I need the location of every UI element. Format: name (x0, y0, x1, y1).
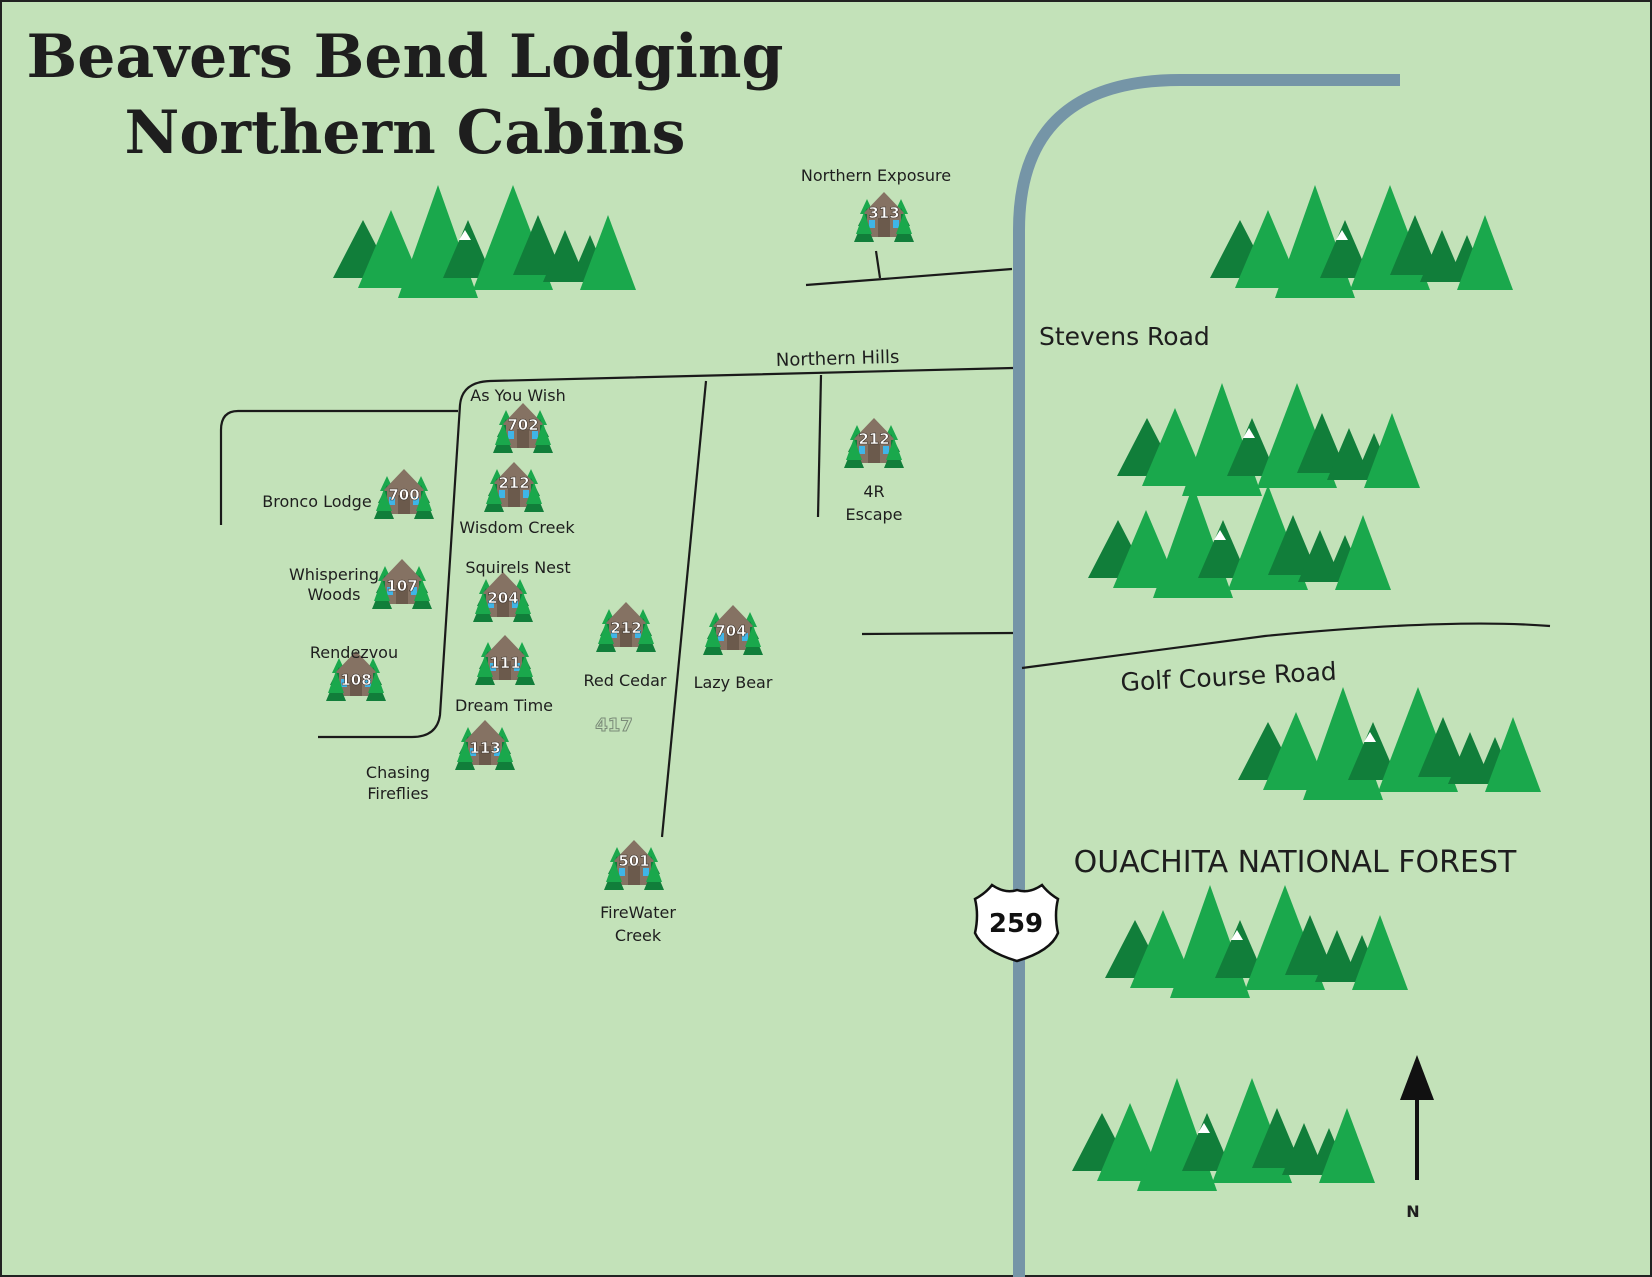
local-roads (219, 250, 1551, 838)
cabin-number: 107 (386, 577, 417, 595)
cabin-name: Red Cedar (583, 671, 666, 690)
cabin-number: 212 (610, 619, 641, 637)
cabin-number: 113 (469, 739, 500, 757)
cabin-number: 501 (618, 852, 649, 870)
cabin-bronco-lodge[interactable]: 700 Bronco Lodge (262, 469, 434, 519)
cabin-name: Wisdom Creek (459, 518, 575, 537)
road-label-stevens: Stevens Road (1039, 322, 1210, 351)
cabin-wisdom-creek[interactable]: 212 Wisdom Creek (459, 462, 575, 537)
cabin-dream-time[interactable]: 111 Dream Time (455, 635, 553, 715)
road-label-northern-hills: Northern Hills (776, 347, 900, 371)
north-arrow-icon (1400, 1055, 1434, 1180)
cabin-name: Dream Time (455, 696, 553, 715)
cabin-name: As You Wish (470, 386, 565, 405)
map-number-label: 417 (595, 715, 633, 736)
cabin-number: 212 (498, 474, 529, 492)
cabin-name: Lazy Bear (694, 673, 773, 692)
map-title-line-1: Beavers Bend Lodging (27, 22, 784, 92)
highway-number: 259 (989, 909, 1043, 939)
north-label: N (1406, 1202, 1419, 1221)
region-label-ouachita: OUACHITA NATIONAL FOREST (1074, 845, 1517, 880)
cabin-name: Bronco Lodge (262, 492, 371, 511)
cabin-lazy-bear[interactable]: 704 Lazy Bear (694, 605, 773, 692)
cabin-number: 313 (868, 204, 899, 222)
cabin-number: 702 (507, 416, 538, 434)
cabin-name: Northern Exposure (801, 166, 951, 185)
cabin-number: 704 (715, 622, 746, 640)
cabin-red-cedar[interactable]: 212 Red Cedar (583, 602, 667, 690)
cabin-name: Rendezvou (310, 643, 398, 662)
cabin-squirels-nest[interactable]: 204 Squirels Nest (465, 558, 571, 622)
cabin-name: Squirels Nest (465, 558, 570, 577)
map-title-line-2: Northern Cabins (125, 98, 686, 168)
us-highway-shield-icon (973, 883, 1060, 963)
cabin-number: 700 (388, 486, 419, 504)
cabin-number: 212 (858, 430, 889, 448)
cabin-number: 204 (487, 589, 518, 607)
cabin-northern-exposure[interactable]: 313 Northern Exposure (801, 166, 951, 242)
highway-259 (1013, 74, 1400, 1277)
cabin-number: 111 (489, 654, 520, 672)
cabin-number: 108 (340, 671, 371, 689)
cabin-rendezvou[interactable]: 108 Rendezvou (310, 643, 398, 701)
cabin-as-you-wish[interactable]: 702 As You Wish (470, 386, 566, 453)
